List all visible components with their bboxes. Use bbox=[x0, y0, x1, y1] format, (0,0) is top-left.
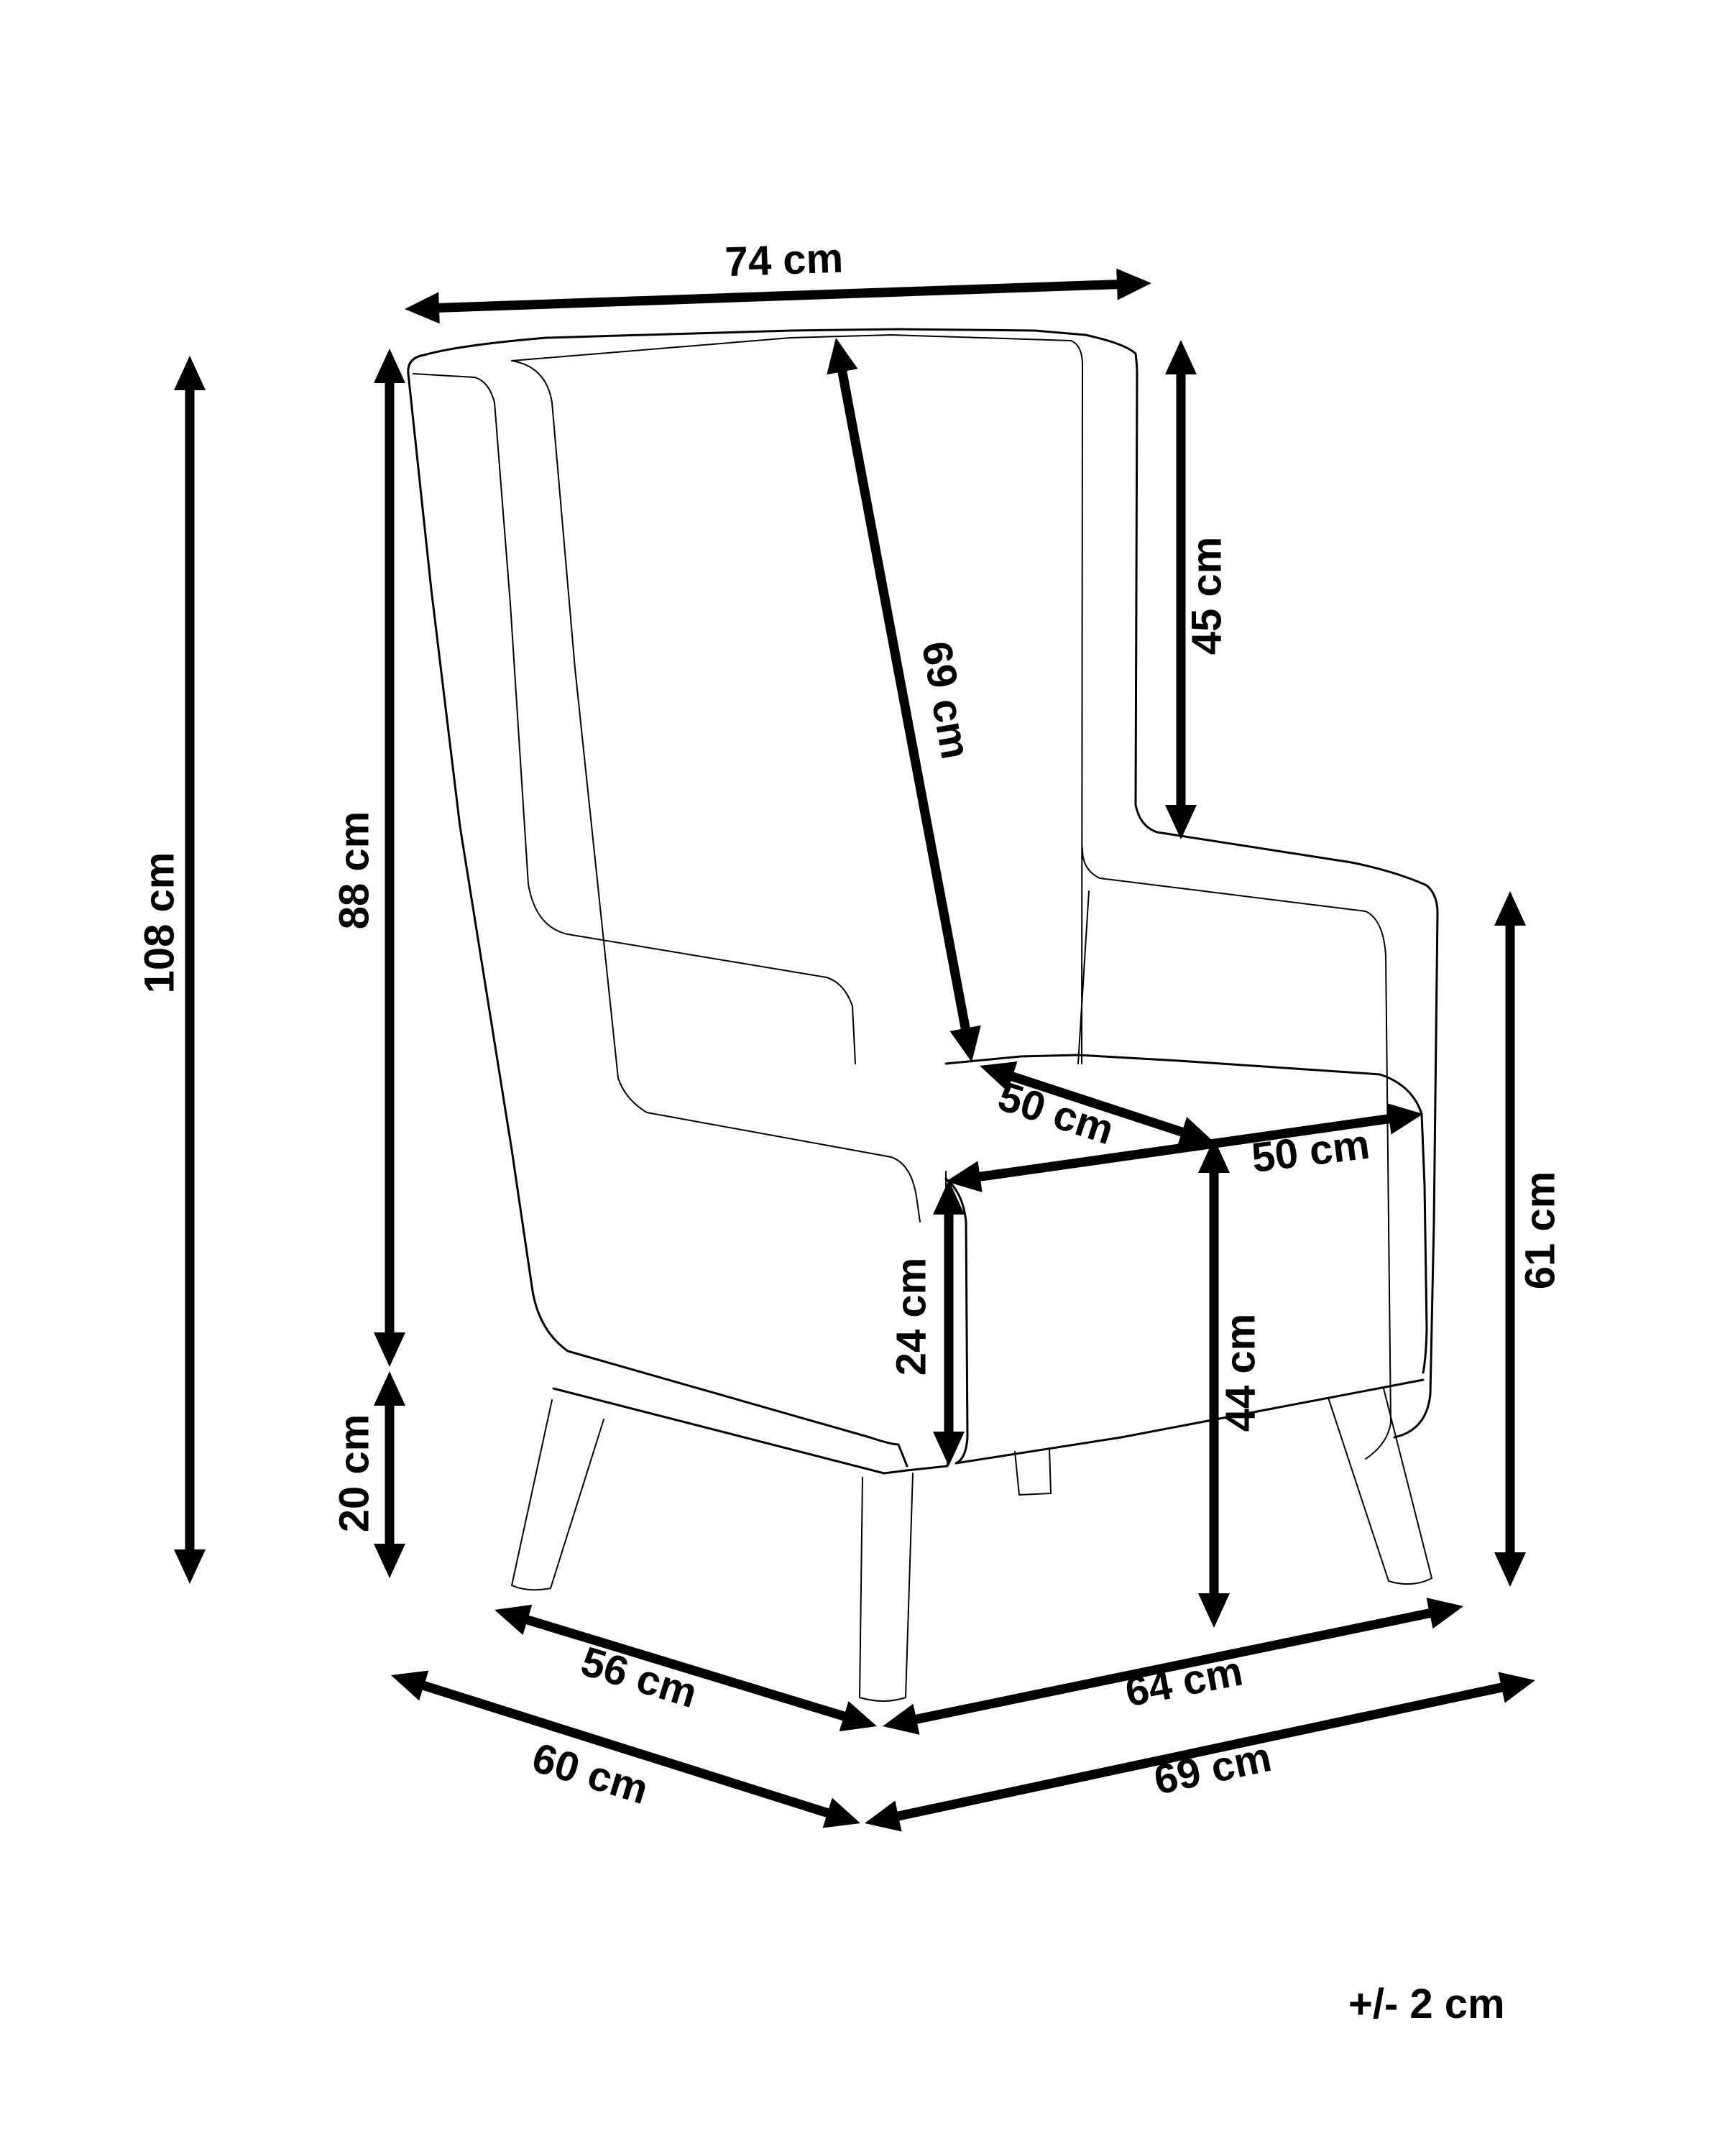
dimension-label: 61 cm bbox=[1517, 1171, 1563, 1289]
dimension-seat-depth: 50 cm bbox=[980, 1061, 1215, 1153]
dimension-front-rail-height: 24 cm bbox=[888, 1180, 965, 1466]
chair-drawing bbox=[407, 328, 1439, 1702]
tolerance-note: +/- 2 cm bbox=[1348, 1981, 1505, 2027]
dimension-label: 69 cm bbox=[913, 638, 980, 763]
arrowhead-icon bbox=[405, 292, 440, 324]
dimension-overall-width: 74 cm bbox=[405, 234, 1151, 324]
dimension-annotations: 74 cm 108 cm 88 cm 20 cm 69 cm 45 cm 61 cm 50 c… bbox=[136, 234, 1563, 1832]
right-inner-panel bbox=[1077, 890, 1090, 1064]
arrowhead-icon bbox=[822, 1797, 860, 1828]
arrowhead-icon bbox=[1498, 1672, 1535, 1703]
dimension-line bbox=[908, 1607, 1438, 1726]
arrowhead-icon bbox=[1198, 1138, 1230, 1173]
arrowhead-icon bbox=[1198, 1593, 1230, 1628]
dimension-armrest-height: 61 cm bbox=[1494, 891, 1563, 1587]
arrowhead-icon bbox=[374, 1332, 405, 1367]
left-wing-outer bbox=[407, 328, 1439, 914]
arrowhead-icon bbox=[933, 1180, 965, 1215]
dimension-label: 60 cm bbox=[527, 1734, 653, 1813]
arrowhead-icon bbox=[946, 1161, 983, 1193]
arrowhead-icon bbox=[1494, 1552, 1526, 1587]
arrowhead-icon bbox=[1165, 805, 1197, 839]
dimension-wing-height: 45 cm bbox=[1165, 340, 1230, 839]
arrowhead-icon bbox=[883, 1703, 920, 1735]
dimension-overall-height: 108 cm bbox=[136, 356, 206, 1584]
dimension-label: 44 cm bbox=[1217, 1314, 1264, 1432]
dimension-line bbox=[415, 1679, 836, 1820]
dimension-label: 50 cm bbox=[993, 1073, 1120, 1154]
arrowhead-icon bbox=[494, 1604, 533, 1636]
dimension-label: 74 cm bbox=[724, 234, 845, 285]
leg-front-right bbox=[859, 1473, 914, 1702]
dimension-label: 69 cm bbox=[1150, 1733, 1275, 1804]
dimension-body-height: 88 cm bbox=[331, 349, 405, 1367]
dimension-label: 20 cm bbox=[331, 1414, 377, 1532]
arrowhead-icon bbox=[980, 1061, 1018, 1092]
dimension-label: 50 cm bbox=[1249, 1121, 1372, 1182]
leg-front-left bbox=[511, 1399, 604, 1591]
dimension-line bbox=[972, 1112, 1397, 1183]
arrowhead-icon bbox=[391, 1670, 429, 1701]
dimension-label: 108 cm bbox=[136, 852, 183, 994]
left-wing-front-edge bbox=[407, 372, 908, 1468]
dimension-line bbox=[519, 1613, 852, 1723]
dimension-backrest-diagonal: 69 cm bbox=[827, 338, 981, 1062]
arrowhead-icon bbox=[865, 1800, 902, 1832]
right-arm bbox=[1081, 847, 1392, 1460]
arrowhead-icon bbox=[933, 1432, 965, 1466]
dimension-line bbox=[836, 364, 972, 1036]
dimension-line bbox=[1004, 1069, 1190, 1139]
dimension-line bbox=[432, 279, 1124, 313]
arrowhead-icon bbox=[174, 356, 206, 390]
arrowhead-icon bbox=[949, 1025, 981, 1062]
backrest-inner bbox=[511, 334, 1083, 1222]
arrowhead-icon bbox=[1177, 1117, 1215, 1147]
arrowhead-icon bbox=[1165, 340, 1197, 374]
dimension-label: 45 cm bbox=[1183, 537, 1230, 655]
dimension-label: 64 cm bbox=[1121, 1647, 1246, 1715]
seat-cushion bbox=[944, 1054, 1428, 1374]
right-arm-outer bbox=[1393, 911, 1439, 1439]
arrowhead-icon bbox=[827, 338, 858, 375]
leg-back-right bbox=[1328, 1388, 1432, 1585]
leg-back-middle bbox=[1014, 1447, 1052, 1496]
arrowhead-icon bbox=[374, 349, 405, 383]
arrowhead-icon bbox=[839, 1700, 877, 1732]
arrowhead-icon bbox=[374, 1544, 405, 1578]
dimension-leg-depth: 56 cm bbox=[494, 1604, 877, 1732]
arrowhead-icon bbox=[374, 1371, 405, 1406]
arrowhead-icon bbox=[1116, 268, 1151, 300]
dimension-line bbox=[891, 1681, 1509, 1823]
left-arm-bottom bbox=[552, 1387, 949, 1475]
arrowhead-icon bbox=[174, 1549, 206, 1584]
arrowhead-icon bbox=[1494, 891, 1526, 926]
arrowhead-icon bbox=[1426, 1598, 1463, 1629]
dimension-seat-height: 44 cm bbox=[1198, 1138, 1264, 1628]
arrowhead-icon bbox=[1386, 1102, 1423, 1135]
left-wing-inner bbox=[413, 373, 856, 1064]
dimension-label: 24 cm bbox=[888, 1258, 934, 1376]
seat-front-panel bbox=[944, 1177, 1425, 1465]
dimension-leg-height: 20 cm bbox=[331, 1371, 405, 1578]
dimension-label: 88 cm bbox=[331, 811, 377, 929]
